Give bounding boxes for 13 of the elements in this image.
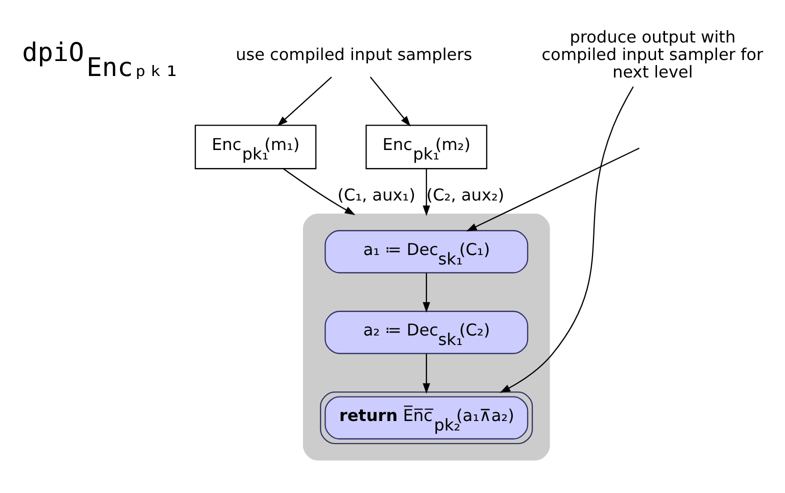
cluster xyxy=(302,213,550,460)
edge-label: (C₂, aux₂) xyxy=(426,184,504,204)
edge-label: (C₁, aux₁) xyxy=(338,184,416,204)
arrow xyxy=(422,353,430,394)
arrow xyxy=(500,86,634,392)
arrow xyxy=(422,272,430,312)
node-text: produce output with compiled input sampler for next level xyxy=(542,26,764,82)
arrow xyxy=(370,76,411,126)
node-text: use compiled input samplers xyxy=(236,44,472,64)
arrow xyxy=(422,168,430,216)
arrow xyxy=(277,76,332,126)
arrow xyxy=(466,147,640,231)
arrow xyxy=(283,168,356,215)
